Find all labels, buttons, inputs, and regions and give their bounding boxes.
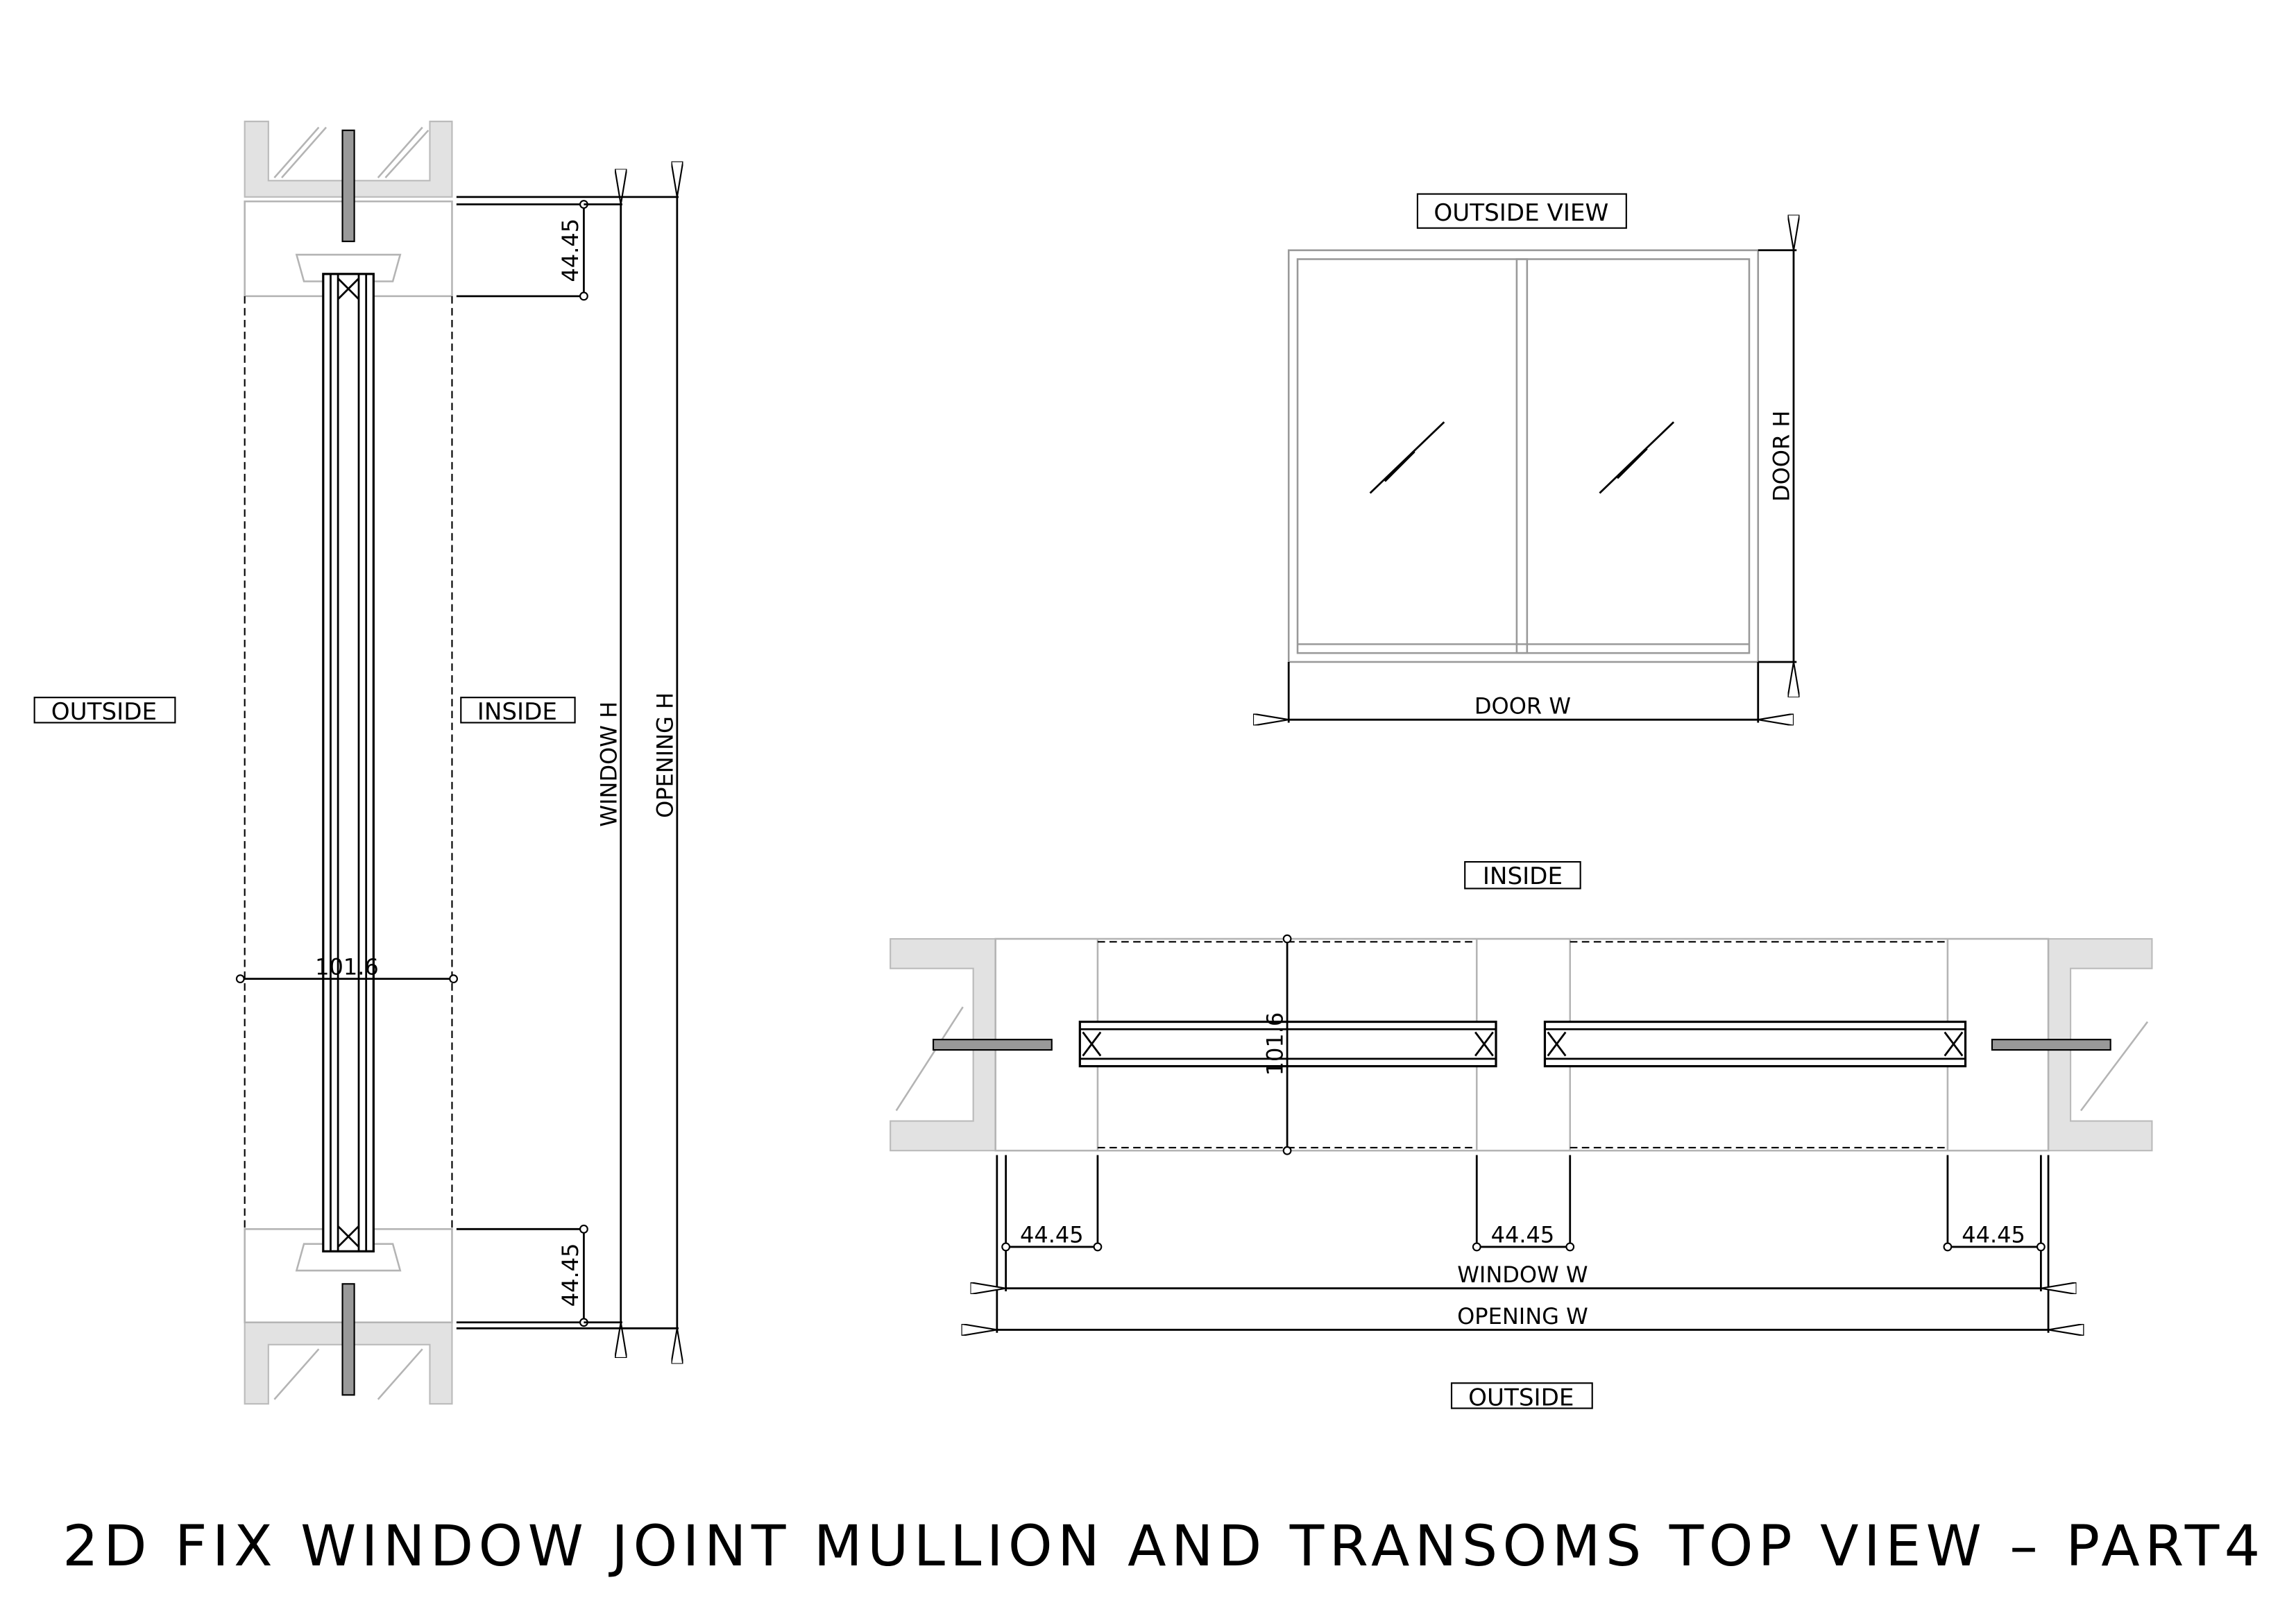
outside-label: OUTSIDE [51, 698, 157, 726]
dim-door-w: DOOR W [1289, 661, 1758, 722]
dim-window-h: WINDOW H [584, 205, 622, 1323]
plan-dim-depth-text: 101.6 [1262, 1012, 1289, 1076]
wall-hatch [273, 126, 430, 1400]
inside-label: INSIDE [477, 698, 557, 726]
glass-pane-right [1543, 1020, 1967, 1068]
dim-bottom-text: 44.45 [557, 1243, 584, 1307]
drawing-title: 2D FIX WINDOW JOINT MULLION AND TRANSOMS… [62, 1514, 2266, 1579]
glass-mark-icon [1369, 421, 1675, 494]
dim-plan-101-6: 101.6 [1262, 934, 1292, 1155]
plan-outside-label: OUTSIDE [1468, 1384, 1574, 1411]
outside-elevation: OUTSIDE VIEW DOOR H DOOR W [1289, 193, 1796, 723]
plan-section: INSIDE 101.6 [890, 860, 2153, 1411]
dim-depth-text: 101.6 [315, 953, 379, 980]
dim-opening-h: OPENING H [456, 197, 679, 1328]
opening-w-text: OPENING W [1457, 1303, 1588, 1329]
door-w-text: DOOR W [1474, 693, 1571, 720]
vertical-section: 101.6 44.45 44.45 WINDOW H OPENING H OUT… [33, 120, 679, 1405]
dim-extension-lines [996, 1155, 2050, 1333]
glass-unit [322, 273, 375, 1252]
door-h-text: DOOR H [1769, 411, 1795, 502]
dim-door-h: DOOR H [1758, 250, 1796, 662]
dim-top-text: 44.45 [557, 219, 584, 282]
dim-101-6: 101.6 [235, 953, 458, 984]
dim-right-text: 44.45 [1962, 1222, 2025, 1248]
dim-left-text: 44.45 [1020, 1222, 1084, 1248]
window-h-text: WINDOW H [595, 702, 622, 827]
opening-h-text: OPENING H [652, 692, 678, 818]
anchor-screw-icon [932, 1039, 2111, 1051]
dim-44-45-top: 44.45 [456, 200, 588, 301]
plan-inside-label: INSIDE [1483, 863, 1563, 890]
anchor-screw-icon [341, 129, 355, 1396]
outside-view-label: OUTSIDE VIEW [1434, 199, 1608, 227]
dim-mid-text: 44.45 [1491, 1222, 1555, 1248]
dim-44-45-bottom: 44.45 [456, 1224, 588, 1327]
window-w-text: WINDOW W [1457, 1261, 1588, 1288]
